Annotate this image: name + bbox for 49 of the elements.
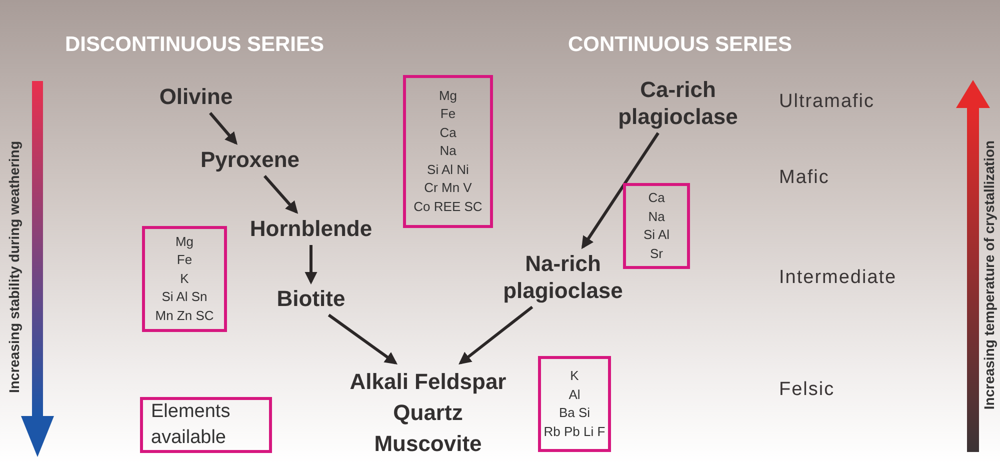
element-box (538, 356, 611, 452)
element-symbols: Na (648, 208, 665, 226)
mineral-name: Na-rich plagioclase (502, 250, 624, 304)
rock-type-label: Felsic (779, 379, 835, 401)
arrow (581, 132, 660, 250)
mineral-name: Olivine (159, 83, 233, 110)
element-symbols: Fe (440, 105, 456, 124)
series-heading: DISCONTINUOUS SERIES (65, 33, 324, 57)
element-symbols: Fe (176, 251, 192, 270)
arrow (304, 245, 318, 285)
element-symbols: Sr (650, 244, 663, 262)
mineral-name: Hornblende (250, 215, 372, 242)
element-symbols: Cr Mn V (424, 179, 472, 198)
element-box (140, 397, 272, 453)
axis-label: Increasing stability during weathering (6, 140, 22, 394)
element-symbols: Si Al (643, 226, 670, 244)
element-symbols: Si Al Sn (162, 288, 208, 306)
element-symbols: Ca (440, 124, 456, 142)
element-symbols: Mg (438, 86, 458, 105)
mineral-name: Quartz (392, 399, 464, 427)
element-symbols: Ba Si (558, 404, 590, 422)
arrow (328, 314, 398, 364)
rock-type-label: Intermediate (779, 267, 897, 289)
element-symbols: Rb Pb Li F (544, 422, 606, 440)
element-symbols: Al (568, 386, 580, 404)
element-symbols: Elements available (151, 400, 232, 450)
element-symbols: Co REE SC (414, 198, 482, 216)
element-symbols: Mn Zn SC (155, 306, 214, 325)
mineral-name: Pyroxene (200, 146, 300, 173)
axis-label: Increasing temperature of crystallization (981, 140, 997, 410)
element-symbols: K (570, 367, 579, 385)
arrow (209, 112, 238, 145)
element-symbols: Ca (648, 189, 665, 207)
series-heading: CONTINUOUS SERIES (568, 33, 792, 57)
element-box (623, 183, 690, 269)
mineral-name: Alkali Feldspar (350, 368, 506, 396)
mineral-name: Ca-rich plagioclase (617, 76, 739, 130)
element-symbols: Mg (175, 232, 194, 251)
element-box (142, 226, 227, 332)
element-box (403, 75, 493, 228)
arrow (458, 306, 534, 365)
arrow (263, 175, 298, 214)
rock-type-label: Ultramafic (779, 91, 875, 113)
element-symbols: K (180, 270, 189, 288)
element-symbols: Si Al Ni (427, 160, 469, 179)
mineral-name: Biotite (276, 285, 346, 312)
rock-type-label: Mafic (779, 167, 830, 189)
mineral-name: Muscovite (373, 430, 483, 458)
element-symbols: Na (440, 142, 456, 160)
